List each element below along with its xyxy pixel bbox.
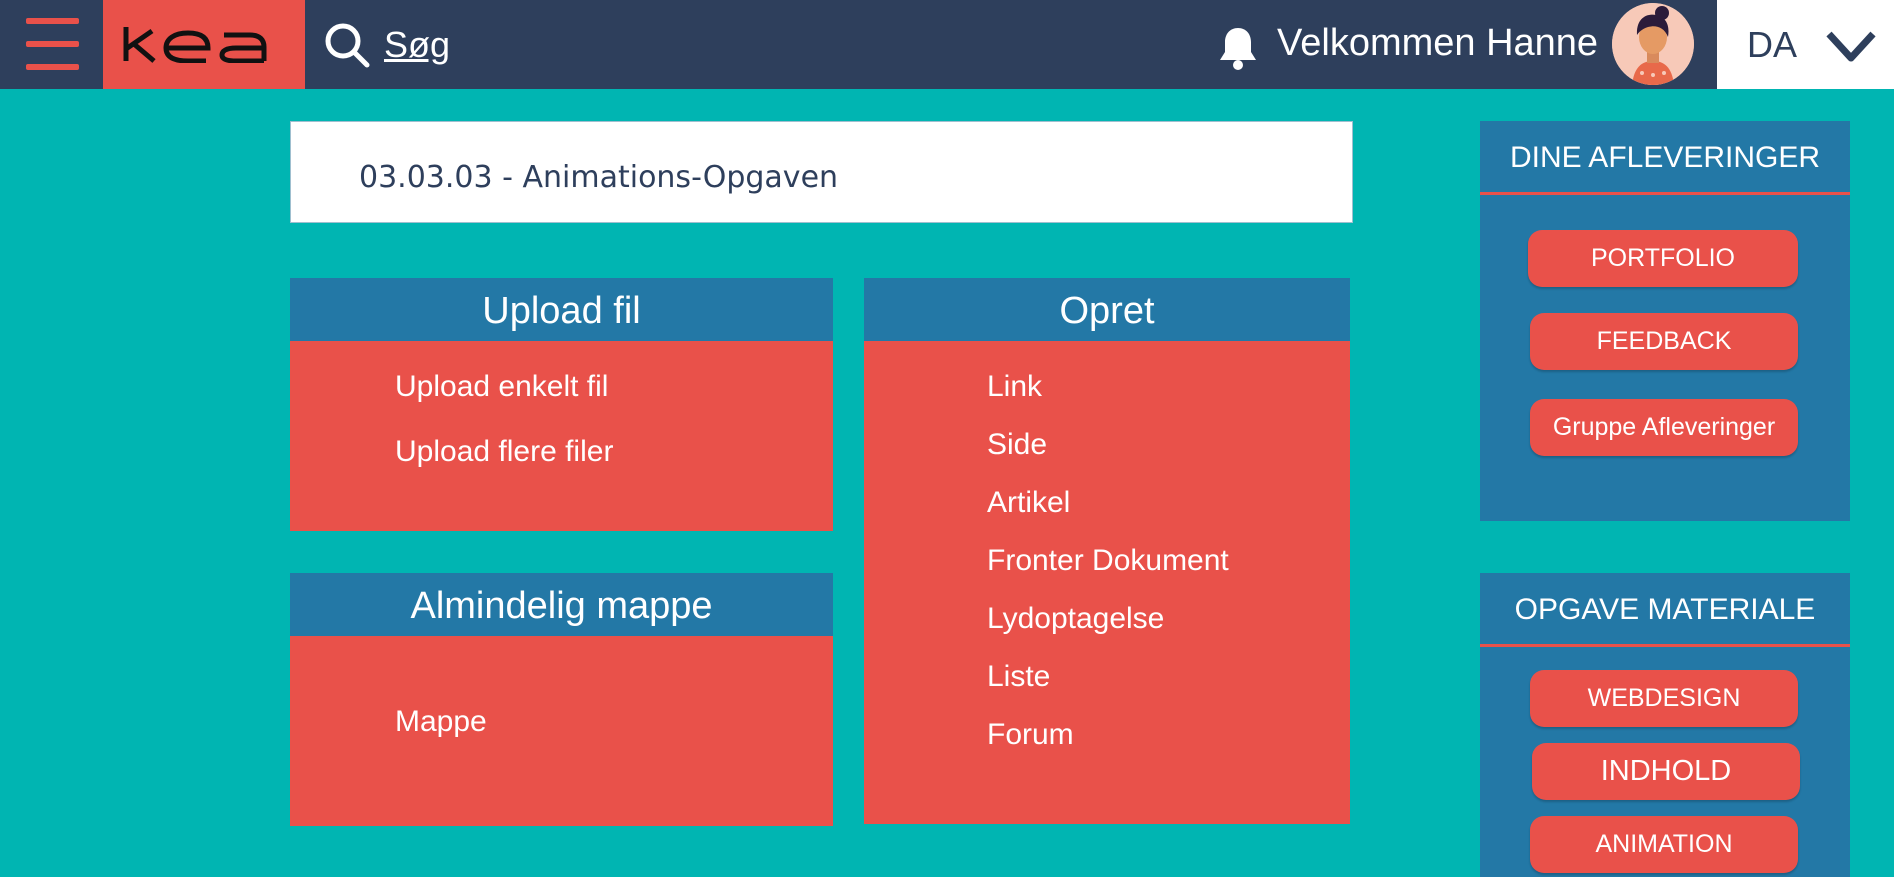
materials-heading: OPGAVE MATERIALE (1480, 573, 1850, 647)
create-panel: Opret Link Side Artikel Fronter Dokument… (864, 278, 1350, 824)
materials-card: OPGAVE MATERIALE WEBDESIGN INDHOLD ANIMA… (1480, 573, 1850, 877)
webdesign-button[interactable]: WEBDESIGN (1530, 670, 1798, 727)
search-link[interactable]: Søg (324, 18, 450, 72)
menu-button[interactable] (0, 0, 103, 89)
create-panel-heading: Opret (864, 278, 1350, 341)
search-icon (325, 23, 370, 68)
animation-button[interactable]: ANIMATION (1530, 816, 1798, 873)
create-audio-recording-item[interactable]: Lydoptagelse (987, 602, 1165, 635)
avatar[interactable] (1612, 3, 1694, 85)
portfolio-button[interactable]: PORTFOLIO (1528, 230, 1798, 287)
welcome-text: Velkommen Hanne (1277, 22, 1599, 64)
hamburger-icon (26, 18, 79, 24)
folder-panel-heading: Almindelig mappe (290, 573, 833, 636)
upload-multiple-files-link[interactable]: Upload flere filer (395, 435, 614, 468)
page-title-box: 03.03.03 - Animations-Opgaven (290, 121, 1353, 223)
page-title: 03.03.03 - Animations-Opgaven (359, 160, 839, 195)
upload-panel-heading: Upload fil (290, 278, 833, 341)
content-button[interactable]: INDHOLD (1532, 743, 1800, 800)
top-bar: Søg Velkommen Hanne DA (0, 0, 1894, 89)
folder-panel: Almindelig mappe Mappe (290, 573, 833, 826)
submissions-heading: DINE AFLEVERINGER (1480, 121, 1850, 195)
create-article-item[interactable]: Artikel (987, 486, 1071, 519)
chevron-down-icon (1826, 31, 1876, 62)
hamburger-icon-line (26, 41, 79, 47)
language-label: DA (1747, 24, 1798, 65)
upload-single-file-link[interactable]: Upload enkelt fil (395, 370, 609, 403)
create-page-item[interactable]: Side (987, 428, 1048, 461)
submissions-card: DINE AFLEVERINGER PORTFOLIO FEEDBACK Gru… (1480, 121, 1850, 521)
group-submissions-button[interactable]: Gruppe Afleveringer (1530, 399, 1798, 456)
create-list-item[interactable]: Liste (987, 660, 1051, 693)
kea-logo-mark (123, 27, 267, 63)
language-selector[interactable]: DA (1717, 0, 1894, 89)
bell-icon[interactable] (1214, 24, 1262, 72)
create-fronter-document-item[interactable]: Fronter Dokument (987, 544, 1229, 577)
create-forum-item[interactable]: Forum (987, 718, 1074, 751)
user-avatar-icon (1612, 3, 1694, 85)
create-link-item[interactable]: Link (987, 370, 1043, 403)
feedback-button[interactable]: FEEDBACK (1530, 313, 1798, 370)
hamburger-icon-line (26, 64, 79, 70)
kea-logo[interactable] (103, 0, 305, 89)
search-label: Søg (384, 24, 451, 65)
upload-panel: Upload fil Upload enkelt fil Upload fler… (290, 278, 833, 531)
folder-link[interactable]: Mappe (395, 705, 487, 738)
